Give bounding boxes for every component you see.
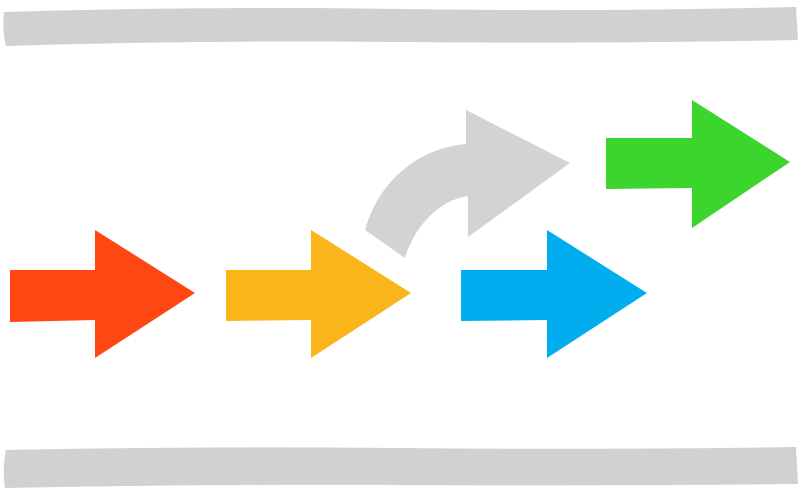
bottom-bar	[3, 447, 798, 488]
orange-arrow-icon	[226, 230, 411, 358]
gray-curved-arrow-icon	[365, 110, 570, 258]
green-arrow-icon	[606, 100, 790, 228]
blue-arrow-icon	[461, 230, 647, 358]
red-arrow-icon	[10, 230, 195, 358]
top-bar	[3, 7, 799, 46]
